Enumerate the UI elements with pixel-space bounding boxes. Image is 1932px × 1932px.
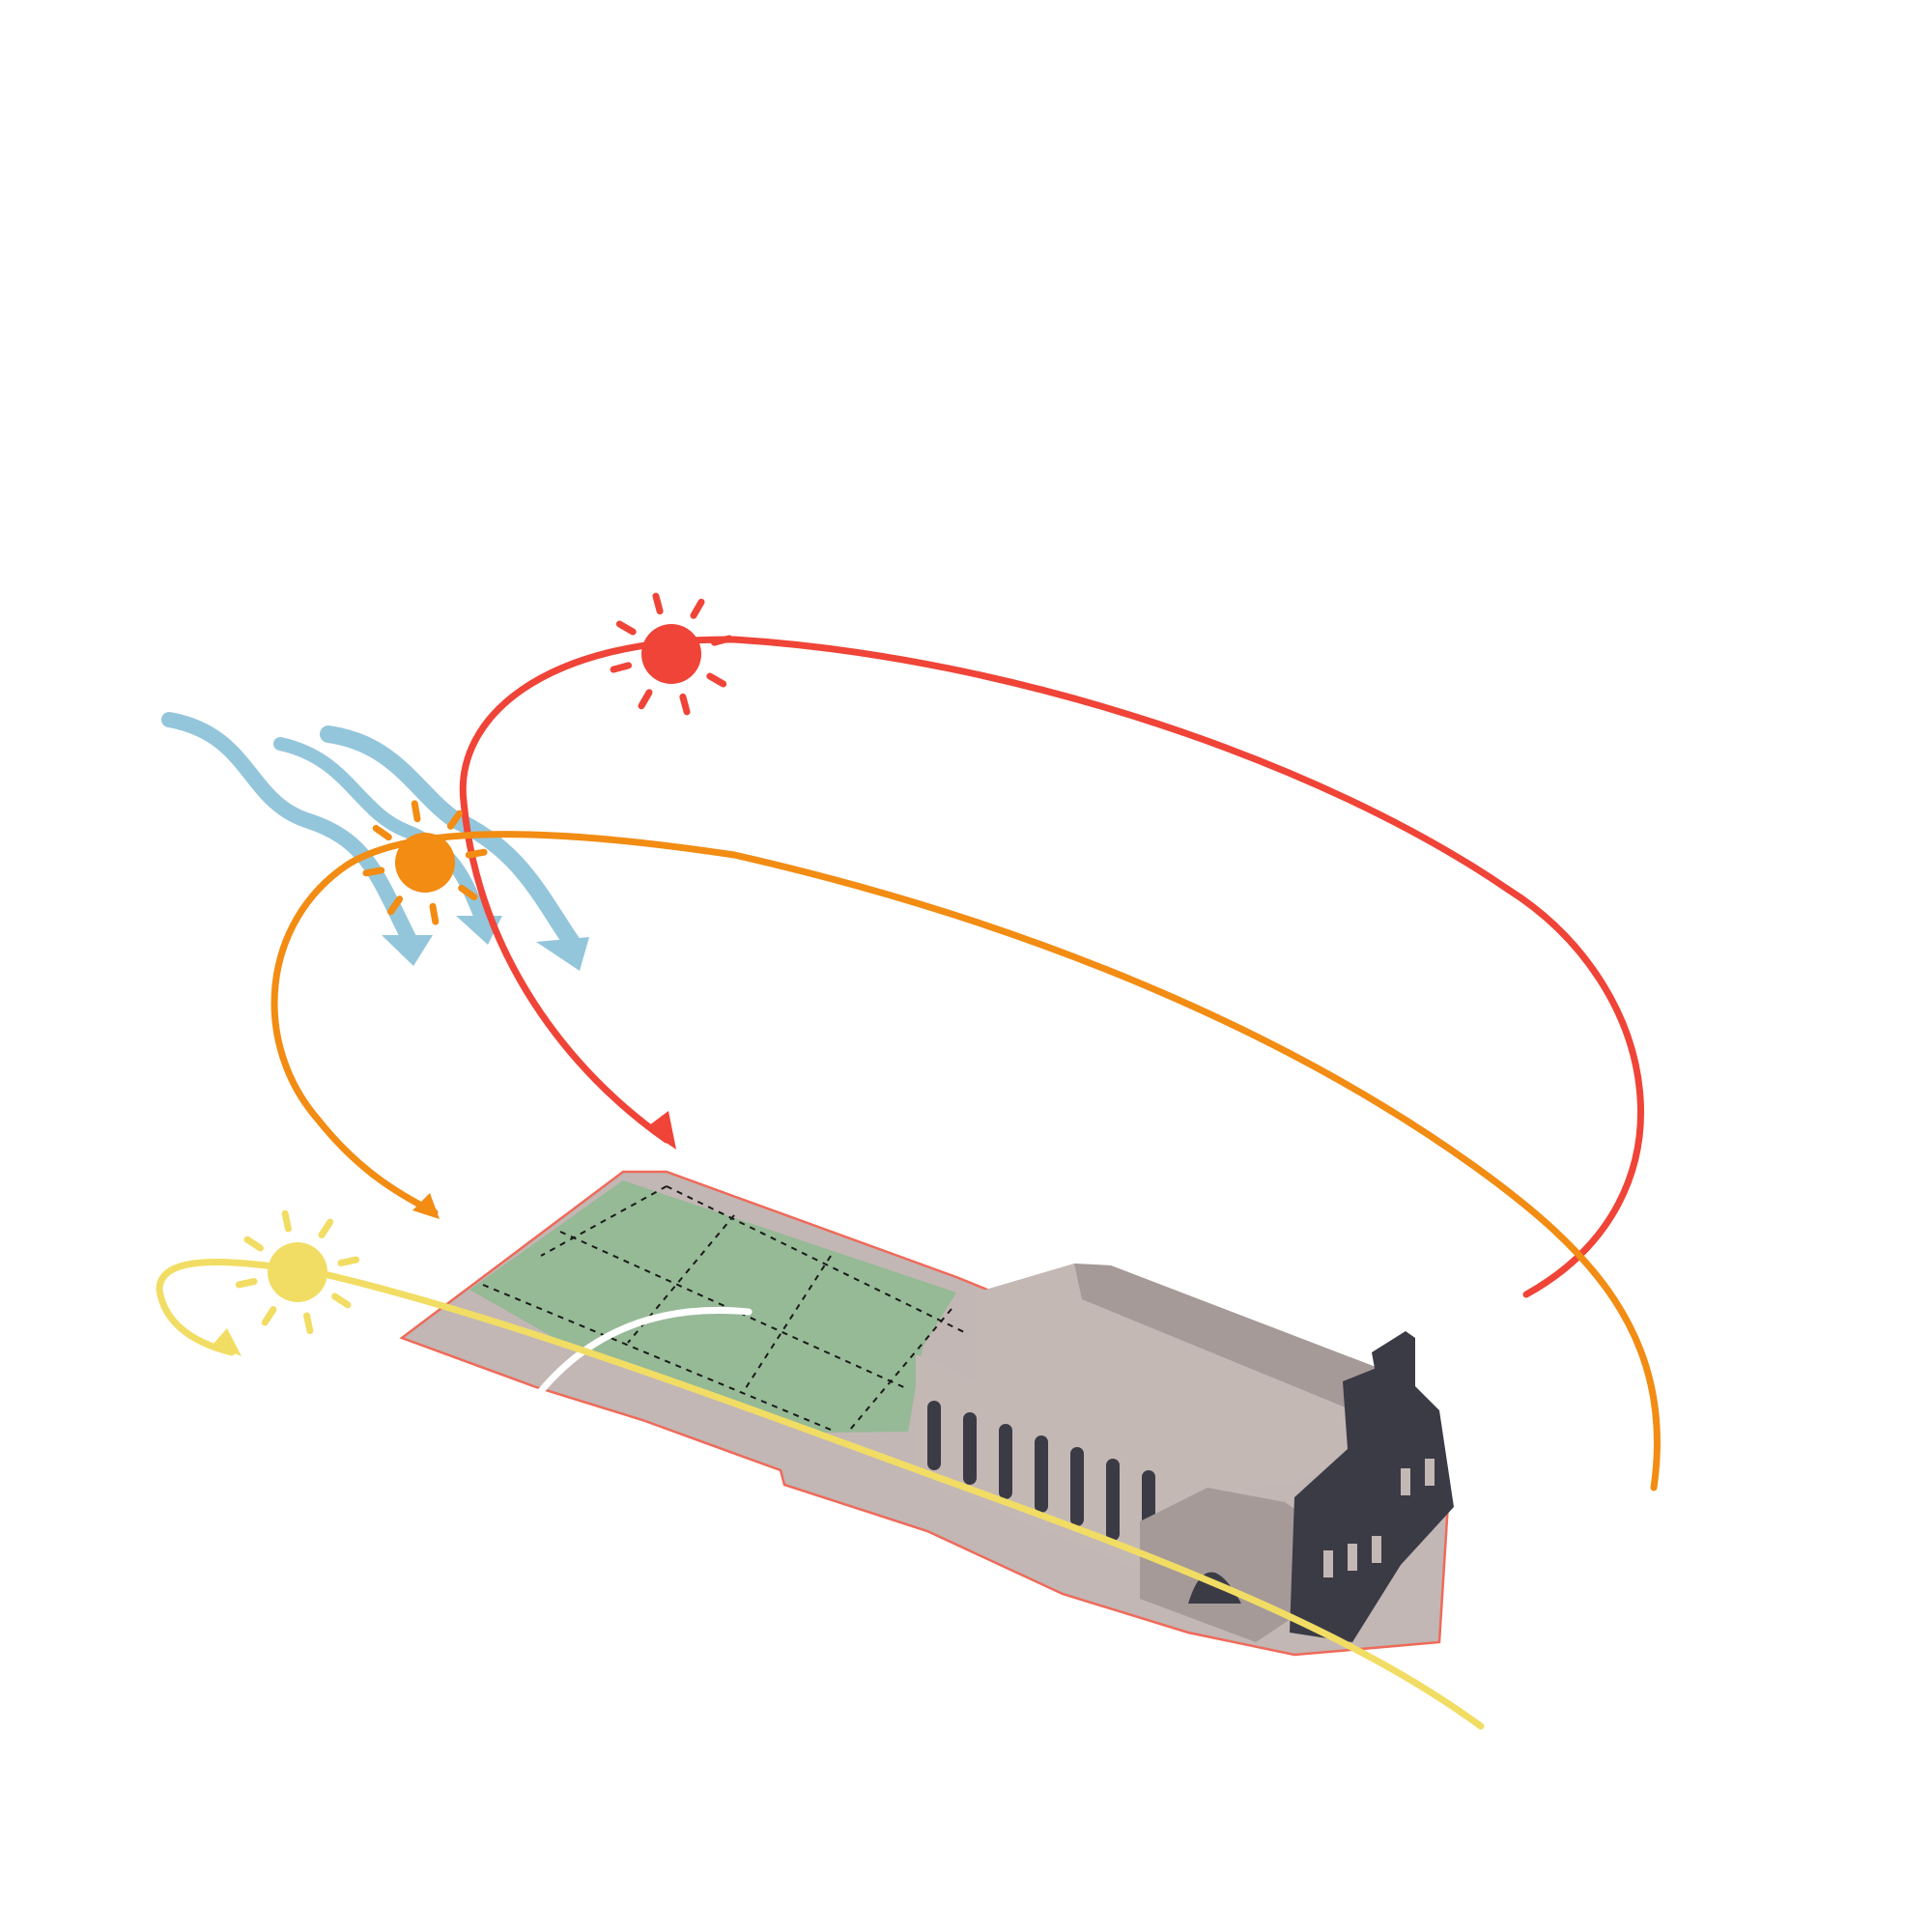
wind-arrowhead-3 — [536, 937, 589, 971]
equinox-arrowhead — [412, 1193, 440, 1219]
roof-ridge — [1074, 1264, 1420, 1420]
winter-sun-arc — [156, 1259, 1485, 1730]
wind-arrow-2 — [273, 737, 490, 929]
footpath — [537, 1306, 753, 1395]
summer-sun-path — [459, 636, 1644, 1298]
arcade-arches — [927, 1401, 1155, 1555]
wind-arrowhead-1 — [382, 935, 433, 966]
summer-arrowhead — [645, 1111, 676, 1150]
equinox-sun-path — [270, 831, 1661, 1492]
building-roof — [976, 1264, 1420, 1488]
lawn-area — [469, 1180, 956, 1433]
equinox-sun-arc — [270, 831, 1661, 1492]
winter-sun-path — [156, 1259, 1485, 1730]
winter-sun-icon — [235, 1209, 360, 1335]
side-windows — [1323, 1459, 1435, 1577]
wind-arrow-1 — [161, 712, 418, 950]
summer-sun-icon — [610, 592, 733, 716]
equinox-sun-icon — [362, 800, 488, 925]
summer-sun-arc — [459, 636, 1644, 1298]
wind-arrows — [161, 712, 589, 971]
wind-arrow-3 — [320, 725, 583, 955]
building-tower — [1372, 1331, 1415, 1406]
winter-arrowhead — [213, 1328, 242, 1356]
building — [916, 1264, 1454, 1642]
